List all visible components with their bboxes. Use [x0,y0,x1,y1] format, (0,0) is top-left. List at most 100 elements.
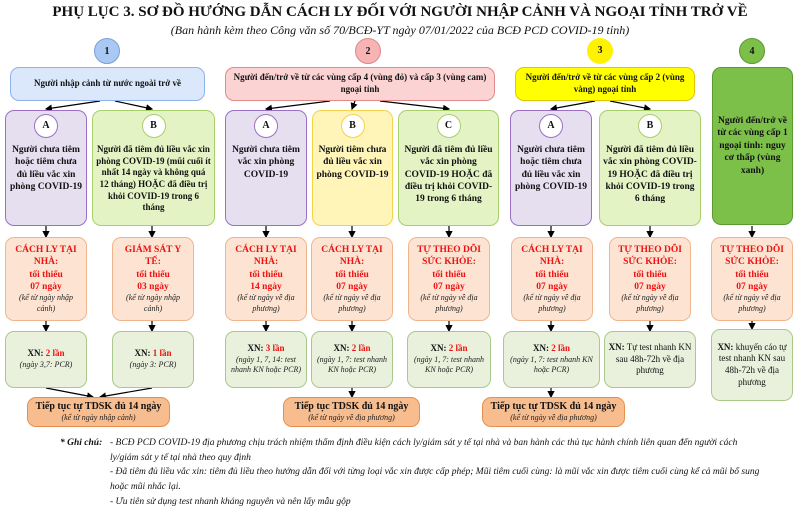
test-count: 3 lần [265,343,285,354]
followup-note: (kể từ ngày về địa phương) [510,413,597,423]
test-note: (ngày 1, 7: test nhanh KN hoặc PCR) [317,354,387,375]
measure-min: tối thiểu [335,269,369,280]
test-count: 2 lần [448,343,468,354]
group-1-category-b: B Người đã tiêm đủ liều vắc xin phòng COV… [92,110,215,226]
test-note: (ngày 1, 7, 14: test nhanh KN hoặc PCR) [231,354,301,375]
test-count: 1 lần [152,348,172,359]
test-label: XN: [247,343,264,354]
group-4-test: XN: khuyến cáo tự test nhanh KN sau 48h-… [711,329,793,401]
group-1-number: 1 [94,38,120,64]
test-note: (ngày 1, 7: test nhanh KN hoặc PCR) [414,354,484,375]
letter-badge: B [340,114,365,138]
measure-days: 07 ngày [30,281,62,292]
group-2-b-test: XN: 2 lần(ngày 1, 7: test nhanh KN hoặc … [311,331,393,388]
measure-days: 07 ngày [336,281,368,292]
group-1-a-test: XN: 2 lần(ngày 3,7: PCR) [5,331,87,388]
letter-badge: A [34,114,58,138]
letter-badge: C [436,114,461,138]
measure-from: (kể từ ngày về địa phương) [420,293,478,313]
measure-from: (kể từ ngày về địa phương) [723,293,781,313]
notes-section: * Ghi chú: - BCĐ PCD COVID-19 địa phương… [60,436,760,510]
group-4-number: 4 [739,38,765,64]
group-1-category-a: A Người chưa tiêm hoặc tiêm chưa đủ liều … [5,110,87,226]
group-1-followup: Tiếp tục tự TDSK đủ 14 ngày(kể từ ngày n… [27,397,170,427]
group-3-b-test: XN: Tự test nhanh KN sau 48h-72h về địa … [604,331,696,388]
note-item: - Ưu tiên sử dụng test nhanh kháng nguyê… [110,496,351,507]
followup-title: Tiếp tục TDSK đủ 14 ngày [294,401,409,413]
measure-min: tối thiểu [535,269,569,280]
measure-type: CÁCH LY TẠI NHÀ: [521,244,583,268]
category-desc: Người tiêm chưa đủ liều vắc xin phòng CO… [316,145,389,180]
followup-note: (kể từ ngày về địa phương) [308,413,395,423]
measure-min: tối thiểu [735,269,769,280]
group-2-followup: Tiếp tục TDSK đủ 14 ngày(kể từ ngày về đ… [283,397,420,427]
letter-badge: A [539,114,563,138]
followup-title: Tiếp tục tự TDSK đủ 14 ngày [35,401,162,413]
test-note: (ngày 1, 7: test nhanh KN hoặc PCR) [510,354,593,375]
measure-type: TỰ THEO DÕI SỨC KHỎE: [618,244,682,268]
category-desc: Người đã tiêm đủ liều vắc xin phòng COVI… [404,145,493,205]
measure-min: tối thiểu [29,269,63,280]
group-1-b-test: XN: 1 lần(ngày 3: PCR) [112,331,194,388]
measure-type: CÁCH LY TẠI NHÀ: [15,244,77,268]
test-label: XN: [27,348,44,359]
test-label: XN: [608,341,625,352]
test-count: 2 lần [551,343,570,354]
notes-label: * Ghi chú: [60,438,103,448]
measure-min: tối thiểu [249,269,283,280]
letter-badge: A [254,114,278,138]
category-desc: Người đã tiêm đủ liều vắc xin phòng COVI… [96,144,211,213]
test-label: XN: [430,343,447,354]
test-note: (ngày 3,7: PCR) [19,360,73,370]
measure-from: (kể từ ngày nhập cảnh) [19,293,73,313]
group-3-number: 3 [587,38,613,64]
measure-type: TỰ THEO DÕI SỨC KHỎE: [417,244,481,268]
group-2-category-b: B Người tiêm chưa đủ liều vắc xin phòng C… [312,110,393,226]
measure-type: CÁCH LY TẠI NHÀ: [321,244,383,268]
letter-badge: B [141,114,166,138]
page-subtitle: (Ban hành kèm theo Công văn số 70/BCĐ-YT… [170,23,630,37]
followup-note: (kể từ ngày nhập cảnh) [61,413,136,423]
measure-type: GIÁM SÁT Y TẾ: [124,244,182,268]
group-3-category-a: A Người chưa tiêm hoặc tiêm chưa đủ liều … [510,110,592,226]
measure-from: (kể từ ngày về địa phương) [323,293,381,313]
test-label: XN: [532,343,549,354]
measure-days: 07 ngày [536,281,568,292]
category-desc: Người chưa tiêm hoặc tiêm chưa đủ liều v… [9,145,83,193]
group-3-a-test: XN: 2 lần(ngày 1, 7: test nhanh KN hoặc … [503,331,600,388]
measure-type: CÁCH LY TẠI NHÀ: [235,244,297,268]
measure-min: tối thiểu [136,269,170,280]
group-4-header: Người đến/trở về từ các vùng cấp 1 ngoại… [712,67,793,225]
group-2-header: Người đến/trở về từ các vùng cấp 4 (vùng… [225,67,495,101]
test-label: XN: [134,348,151,359]
test-label: XN: [717,341,734,352]
group-3-category-b: B Người đã tiêm đủ liều vắc xin phòng COV… [599,110,701,226]
measure-from: (kể từ ngày về địa phương) [237,293,295,313]
measure-days: 07 ngày [736,281,768,292]
test-count: 2 lần [45,348,65,359]
group-1-header: Người nhập cảnh từ nước ngoài trở về [10,67,205,101]
category-desc: Người chưa tiêm hoặc tiêm chưa đủ liều v… [514,145,588,193]
page-title: PHỤ LỤC 3. SƠ ĐỒ HƯỚNG DẪN CÁCH LY ĐỐI V… [52,4,748,20]
group-2-number: 2 [355,38,381,64]
test-label: XN: [333,343,350,354]
letter-badge: B [638,114,662,138]
test-note: (ngày 3: PCR) [129,360,177,370]
measure-min: tối thiểu [633,269,667,280]
measure-type: TỰ THEO DÕI SỨC KHỎE: [720,244,784,268]
test-count: 2 lần [351,343,371,354]
category-desc: Người đã tiêm đủ liều vắc xin phòng COVI… [603,145,697,205]
group-3-header: Người đến/trở về từ các vùng cấp 2 (vùng… [515,67,695,101]
measure-from: (kể từ ngày về địa phương) [621,293,679,313]
group-2-a-test: XN: 3 lần(ngày 1, 7, 14: test nhanh KN h… [225,331,307,388]
group-2-category-c: C Người đã tiêm đủ liều vắc xin phòng COV… [398,110,499,226]
note-item: - Đã tiêm đủ liều vắc xin: tiêm đủ liều … [110,467,760,493]
measure-days: 07 ngày [634,281,666,292]
group-3-followup: Tiếp tục tự TDSK đủ 14 ngày(kể từ ngày v… [482,397,625,427]
